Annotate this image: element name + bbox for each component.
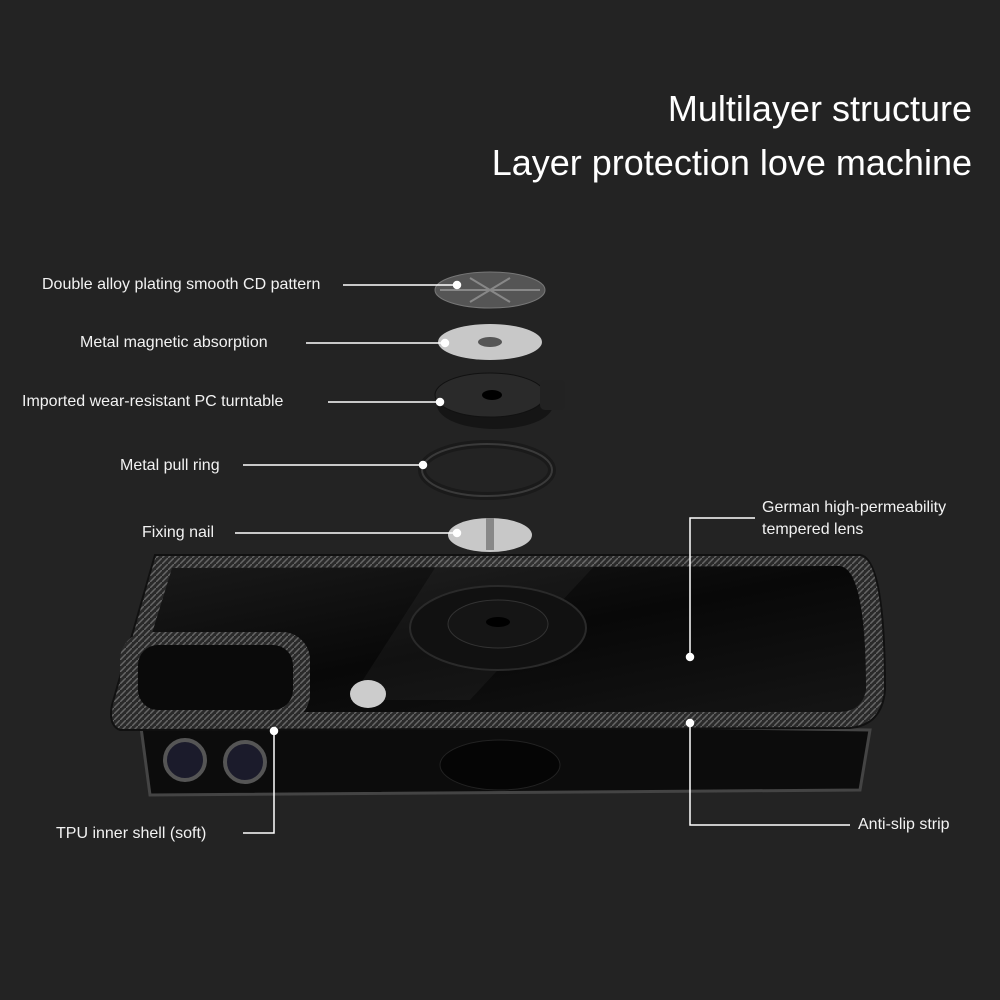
label-anti-slip: Anti-slip strip (858, 816, 950, 833)
label-cd-pattern: Double alloy plating smooth CD pattern (42, 276, 321, 293)
label-lens-line1: German high-permeability (762, 499, 947, 516)
phone-body (138, 718, 872, 797)
phone-case (110, 554, 887, 732)
callout-lines (235, 280, 850, 834)
apple-logo (350, 680, 386, 708)
label-tpu: TPU inner shell (soft) (56, 825, 207, 842)
label-fixing-nail: Fixing nail (142, 524, 215, 541)
label-turntable: Imported wear-resistant PC turntable (22, 393, 284, 410)
pc-turntable (434, 372, 565, 429)
label-magnetic: Metal magnetic absorption (80, 334, 268, 351)
heading-line1: Multilayer structure (667, 88, 972, 129)
label-lens-line2: tempered lens (762, 521, 864, 538)
heading-line2: Layer protection love machine (491, 142, 972, 183)
label-pull-ring: Metal pull ring (120, 457, 220, 474)
fixing-nail (448, 518, 532, 552)
